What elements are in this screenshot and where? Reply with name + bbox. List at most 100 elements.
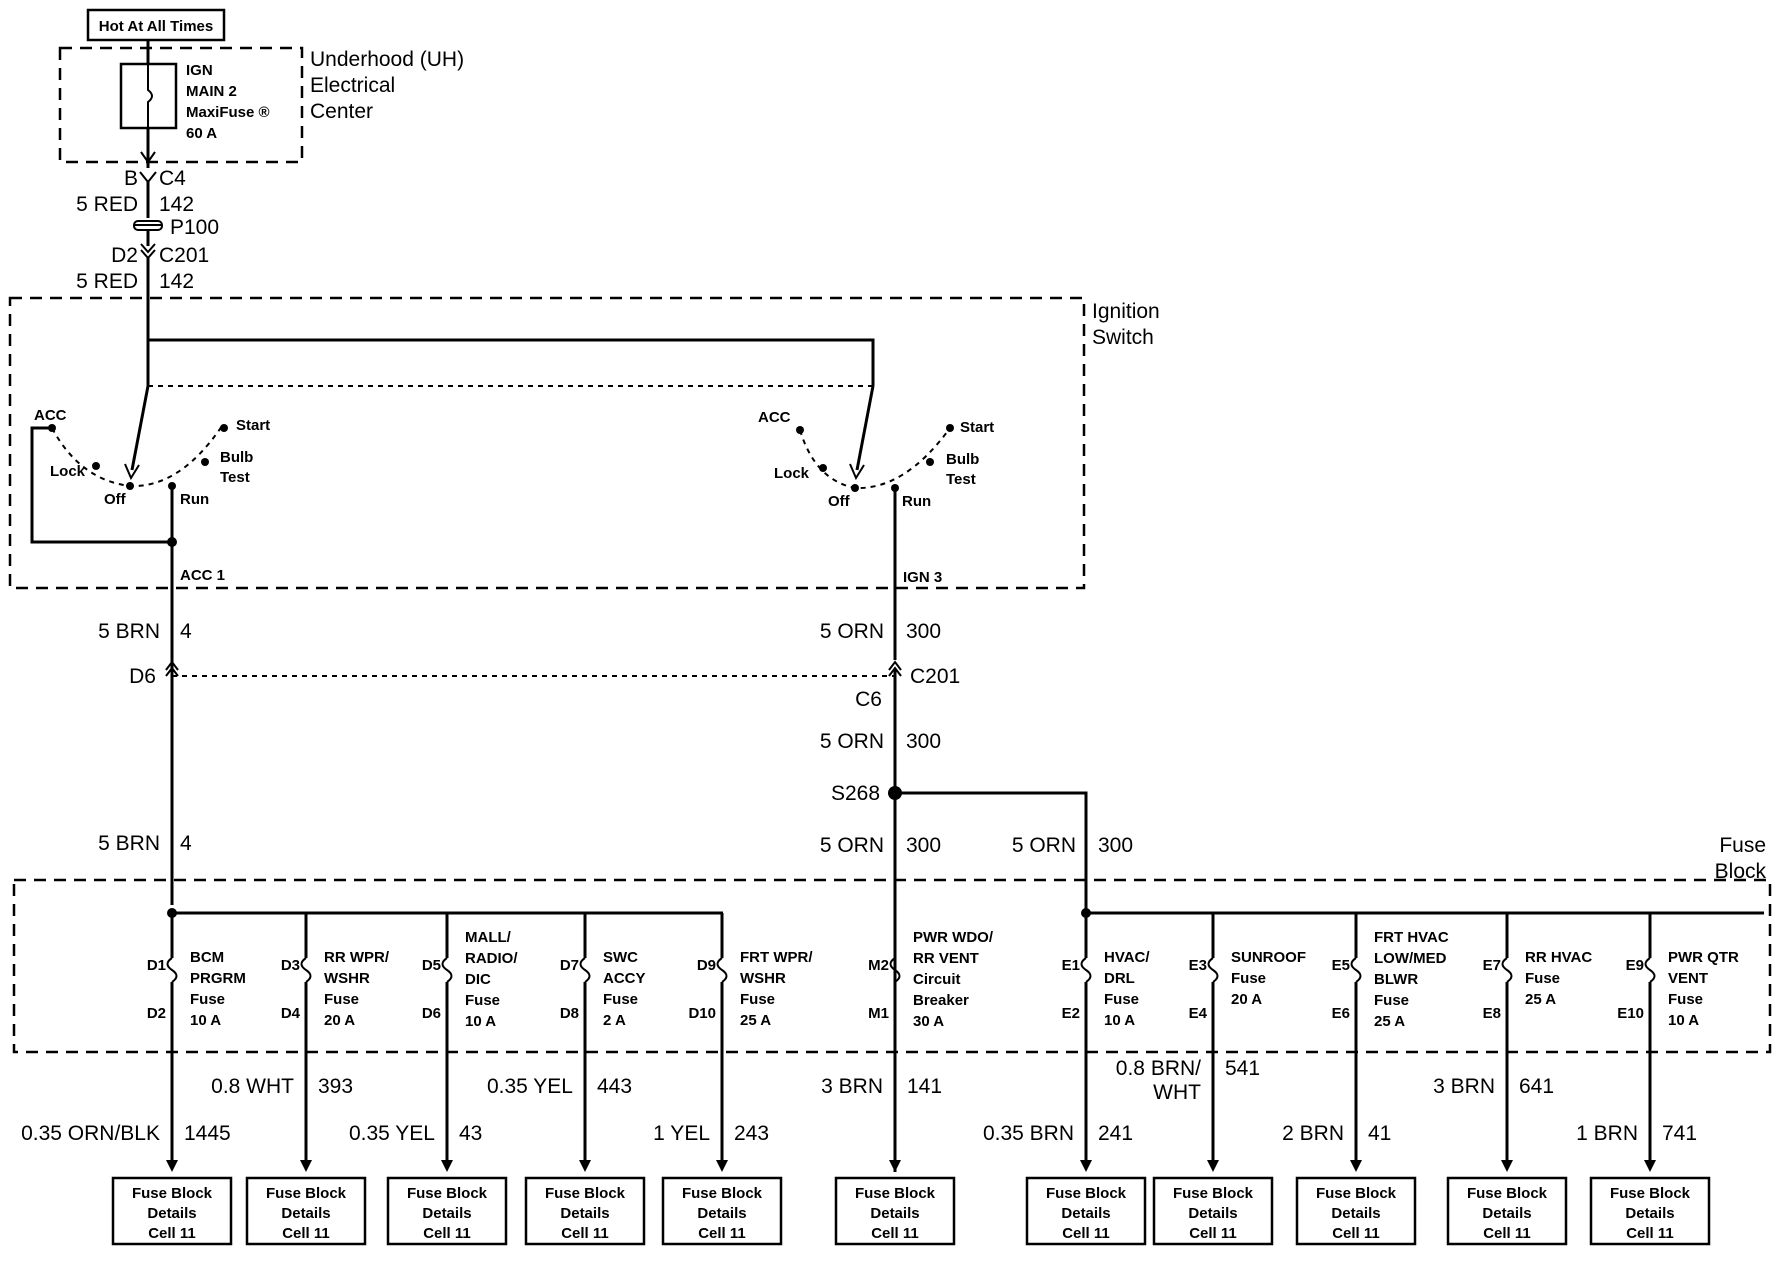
- orn-mid-circuit: 300: [906, 730, 941, 753]
- fuse-block-details-line: Cell 11: [698, 1225, 746, 1242]
- fuse-label-line: WSHR: [324, 970, 370, 987]
- fuse-block-details-line: Cell 11: [1062, 1225, 1110, 1242]
- fuse-block-details-line: Details: [147, 1205, 196, 1222]
- right-off-label: Off: [828, 493, 851, 510]
- fuse-pin-bottom: E2: [1062, 1005, 1080, 1022]
- fuse-block-details-line: Fuse Block: [1316, 1185, 1397, 1202]
- maxifuse-element: [147, 64, 153, 128]
- left-start-label: Start: [236, 417, 270, 434]
- fuse-label-line: VENT: [1668, 970, 1708, 987]
- maxifuse-line2: MAIN 2: [186, 83, 237, 100]
- output-wire-color: 0.8 WHT: [211, 1075, 294, 1098]
- fuse-label-line: Fuse: [190, 991, 225, 1008]
- orn-bot2-color: 5 ORN: [1012, 834, 1076, 857]
- fuse-block-details-line: Fuse Block: [132, 1185, 213, 1202]
- left-off-label: Off: [104, 491, 127, 508]
- fuse-label-line: Fuse: [1104, 991, 1139, 1008]
- c201-connector-label: C201: [910, 665, 960, 688]
- right-bulb-label1: Bulb: [946, 451, 979, 468]
- output-wire-color: 0.8 BRN/: [1116, 1057, 1201, 1080]
- fuse-element-icon: [716, 957, 728, 983]
- fuse-label-line: RR HVAC: [1525, 949, 1592, 966]
- output-wire-color: 0.35 ORN/BLK: [21, 1122, 160, 1145]
- c201-c6-connector-icon: [888, 660, 902, 677]
- c201-d6-connector-icon: [165, 660, 179, 677]
- fuse-label-line: 10 A: [1668, 1012, 1699, 1029]
- output-wire-color: 0.35 BRN: [983, 1122, 1074, 1145]
- left-acc-jumper: [30, 426, 172, 544]
- output-wire-circuit: 741: [1662, 1122, 1697, 1145]
- fuse-element-icon: [300, 957, 312, 983]
- brn-bot-circuit: 4: [180, 832, 192, 855]
- fuse-block-details-line: Details: [697, 1205, 746, 1222]
- fuse-label-line: FRT WPR/: [740, 949, 813, 966]
- arrow-down-icon: [579, 1160, 591, 1172]
- right-bulb-label2: Test: [946, 471, 976, 488]
- output-wire-color: 0.35 YEL: [487, 1075, 573, 1098]
- arrow-down-icon: [1350, 1160, 1362, 1172]
- orn-mid-color: 5 ORN: [820, 730, 884, 753]
- s268-label: S268: [831, 782, 880, 805]
- s268-branch-wire: [895, 791, 1088, 913]
- fuse-block-details-line: Cell 11: [561, 1225, 609, 1242]
- fuse-element-icon: [889, 957, 901, 983]
- right-switch-arc: [799, 427, 951, 490]
- fuse-block-boundary: [12, 878, 1772, 1054]
- output-wire-circuit: 243: [734, 1122, 769, 1145]
- arrow-down-icon: [140, 151, 156, 164]
- fuse-element-icon: [1501, 957, 1513, 983]
- fuse-pin-top: D1: [147, 957, 166, 974]
- fuse-block-details-line: Cell 11: [871, 1225, 919, 1242]
- fuse-block-details-line: Details: [870, 1205, 919, 1222]
- underhood-electrical-center-boundary: [58, 46, 304, 164]
- output-wire-color: 2 BRN: [1282, 1122, 1344, 1145]
- fuse-label-line: RR VENT: [913, 950, 979, 967]
- fuse-label-line: Circuit: [913, 971, 961, 988]
- fuse-pin-top: E5: [1332, 957, 1350, 974]
- fuse-label-line: Fuse: [1525, 970, 1560, 987]
- maxifuse-line1: IGN: [186, 62, 213, 79]
- feed-wire2-circuit: 142: [159, 270, 194, 293]
- fuse-label-line: SUNROOF: [1231, 949, 1306, 966]
- fuse-block-details-box: [1589, 1176, 1711, 1246]
- fuse-label-line: Breaker: [913, 992, 969, 1009]
- fuse-block-details-line: Details: [1188, 1205, 1237, 1222]
- fuse-label-line: RR WPR/: [324, 949, 390, 966]
- fuse-element-icon: [166, 957, 178, 983]
- fuse-pin-bottom: D4: [281, 1005, 301, 1022]
- ignition-title-line2: Switch: [1092, 326, 1154, 349]
- fuse-block-details-box: [524, 1176, 646, 1246]
- fuse-label-line: 25 A: [1374, 1013, 1405, 1030]
- fuse-block-details-line: Cell 11: [1483, 1225, 1531, 1242]
- output-wire-circuit: 393: [318, 1075, 353, 1098]
- fuse-label-line: BCM: [190, 949, 224, 966]
- fuse-element-icon: [579, 957, 591, 983]
- fuse-block-details-line: Fuse Block: [266, 1185, 347, 1202]
- arrow-down-icon: [889, 1160, 901, 1172]
- fuse-pin-bottom: E4: [1189, 1005, 1208, 1022]
- fuse-block-details-line: Fuse Block: [1467, 1185, 1548, 1202]
- fuse-pin-top: D5: [422, 957, 441, 974]
- c4-pin: B: [124, 167, 138, 190]
- fuse-label-line: 25 A: [740, 1012, 771, 1029]
- fuse-pin-bottom: E8: [1483, 1005, 1501, 1022]
- fuse-label-line: PRGRM: [190, 970, 246, 987]
- orn-top-circuit: 300: [906, 620, 941, 643]
- fuse-label-line: Fuse: [1231, 970, 1266, 987]
- hot-at-all-times-box: [86, 8, 226, 42]
- fuse-pin-top: D7: [560, 957, 579, 974]
- fuse-label-line: RADIO/: [465, 950, 518, 967]
- fuse-pin-top: D9: [697, 957, 716, 974]
- fuse-block-details-line: Cell 11: [1189, 1225, 1237, 1242]
- output-wire-color: 1 YEL: [653, 1122, 710, 1145]
- fuse-label-line: Fuse: [1374, 992, 1409, 1009]
- fuse-label-line: 25 A: [1525, 991, 1556, 1008]
- fuse-block-details-line: Details: [281, 1205, 330, 1222]
- fuse-label-line: 10 A: [465, 1013, 496, 1030]
- fuse-block-details-line: Cell 11: [148, 1225, 196, 1242]
